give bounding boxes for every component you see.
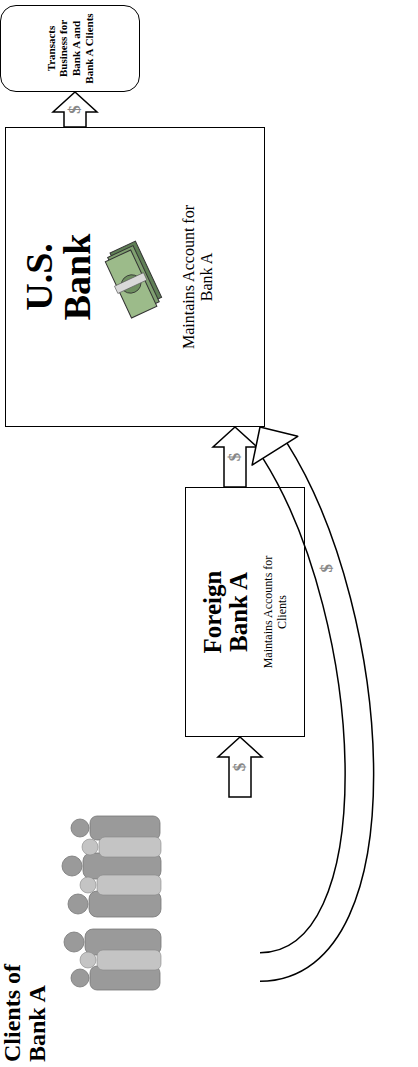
block-arrow xyxy=(53,92,97,127)
bank-box: U.S. Bank Maintains Account for Bank A xyxy=(5,127,265,427)
people-illustration xyxy=(58,800,163,1000)
node-title: Foreign Bank A xyxy=(200,557,253,667)
block-arrow xyxy=(213,427,257,487)
block-arrow xyxy=(218,737,262,797)
outcome-box: Transacts Business for Bank A and Bank A… xyxy=(0,5,140,92)
node-title: U.S. Bank xyxy=(20,227,96,327)
bank-box: Foreign Bank A Maintains Accounts for Cli… xyxy=(185,487,305,737)
dollar-sign: $ xyxy=(225,453,245,462)
client-group: Clients of Bank A xyxy=(0,797,260,1062)
money-flow-arrow xyxy=(252,427,359,967)
dollar-sign: $ xyxy=(317,564,337,573)
money-flow-arrow xyxy=(213,427,257,487)
dollar-sign: $ xyxy=(65,105,85,114)
curved-arrow-outline xyxy=(260,451,359,967)
node-note: Maintains Accounts for Clients xyxy=(262,547,290,677)
money-flow-arrow xyxy=(218,737,262,797)
money-flow-arrow xyxy=(53,92,97,127)
curved-arrow-fill xyxy=(260,451,359,967)
arrow-head xyxy=(252,427,298,465)
node-title: Clients of Bank A xyxy=(0,942,50,1062)
dollar-sign: $ xyxy=(230,763,250,772)
money-illustration xyxy=(104,237,164,315)
node-note: Maintains Account for Bank A xyxy=(180,192,217,362)
node-title: Transacts Business for Bank A and Bank A… xyxy=(45,9,96,88)
